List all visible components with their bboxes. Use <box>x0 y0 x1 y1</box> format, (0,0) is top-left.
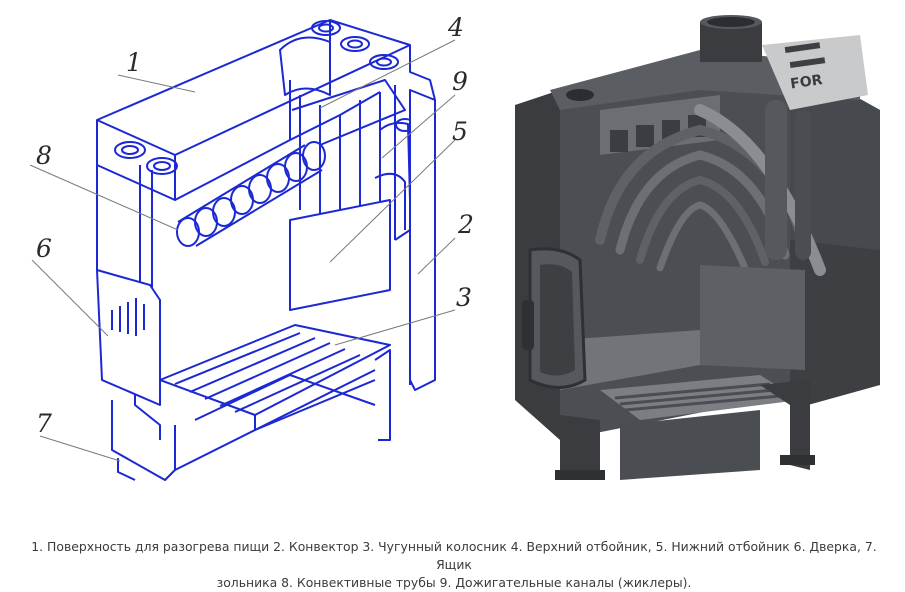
stove-figure: 1 4 9 5 8 6 2 3 7 FOR <box>29 13 880 481</box>
callout-2: 2 <box>457 210 474 239</box>
stove-line-drawing <box>96 19 436 481</box>
callout-1: 1 <box>126 48 142 77</box>
callout-8: 8 <box>36 141 52 170</box>
caption-line-2: зольника 8. Конвективные трубы 9. Дожига… <box>216 575 692 590</box>
stove-render: FOR <box>515 15 880 480</box>
callout-9: 9 <box>452 67 468 96</box>
callout-leaders <box>29 39 456 462</box>
photo-label: FOR <box>789 72 823 92</box>
callout-labels: 1 4 9 5 8 6 2 3 7 <box>36 13 474 438</box>
callout-4: 4 <box>447 13 464 42</box>
callout-6: 6 <box>36 234 52 263</box>
callout-3: 3 <box>456 283 472 312</box>
figure-caption: 1. Поверхность для разогрева пищи 2. Кон… <box>14 538 894 592</box>
callout-5: 5 <box>452 117 468 146</box>
callout-7: 7 <box>36 409 52 438</box>
caption-line-1: 1. Поверхность для разогрева пищи 2. Кон… <box>31 539 877 572</box>
